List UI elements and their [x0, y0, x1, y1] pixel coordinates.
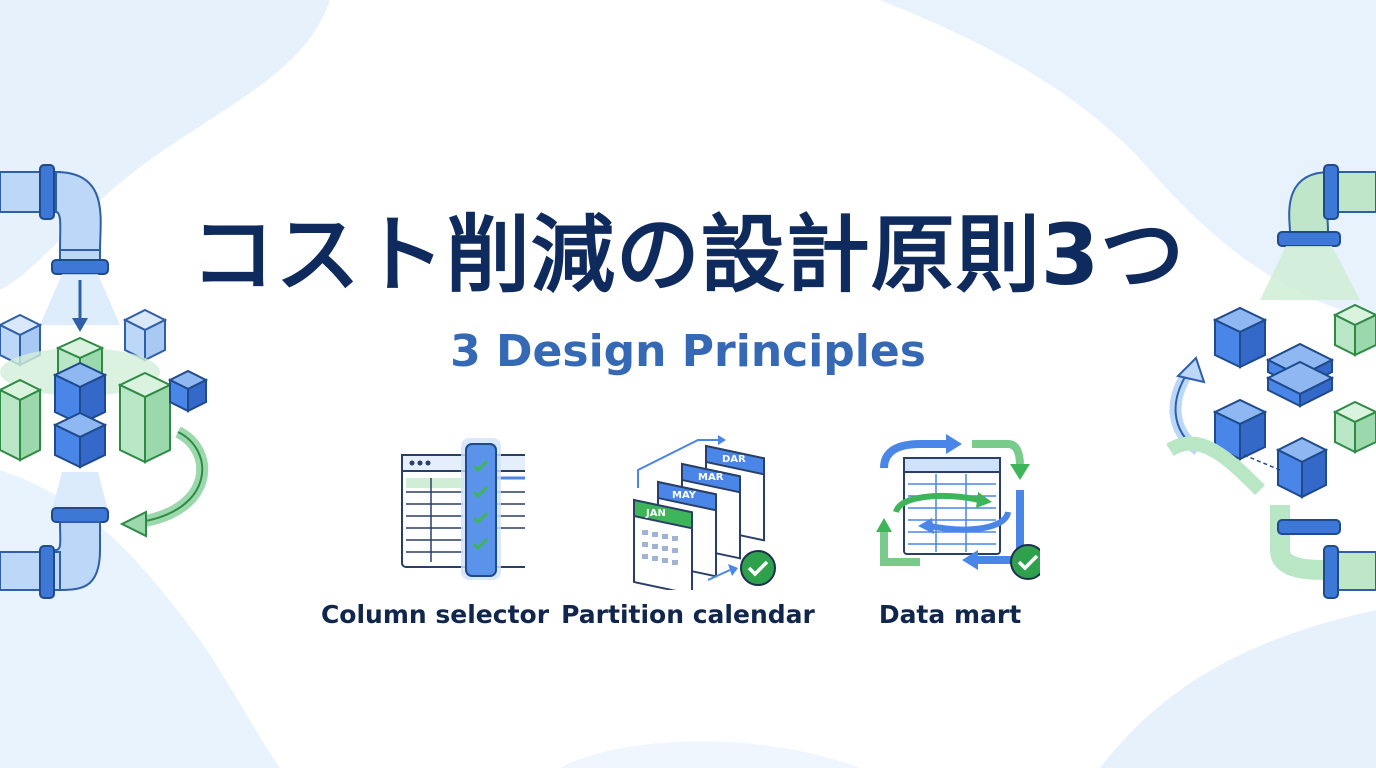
principle-partition-calendar: DAR MAR MAY JAN Partition calendar — [558, 420, 818, 640]
principle-data-mart: Data mart — [820, 420, 1080, 640]
column-selector-icon — [401, 438, 525, 580]
principle-label: Partition calendar — [561, 600, 815, 629]
data-mart-icon — [876, 434, 1040, 580]
principle-column-selector: Column selector — [305, 420, 565, 640]
month-label-jan: JAN — [645, 508, 666, 519]
title-english: 3 Design Principles — [450, 326, 926, 377]
month-label-dar: DAR — [722, 454, 746, 465]
month-label-may: MAY — [672, 490, 697, 501]
principle-label: Column selector — [320, 600, 550, 629]
partition-calendar-icon: DAR MAR MAY JAN — [633, 435, 776, 590]
title-japanese: コスト削減の設計原則3つ — [190, 206, 1186, 304]
left-pipeline-illustration — [0, 164, 209, 599]
principle-label: Data mart — [878, 600, 1022, 629]
right-pipeline-illustration — [1166, 164, 1376, 599]
month-label-mar: MAR — [698, 472, 724, 483]
